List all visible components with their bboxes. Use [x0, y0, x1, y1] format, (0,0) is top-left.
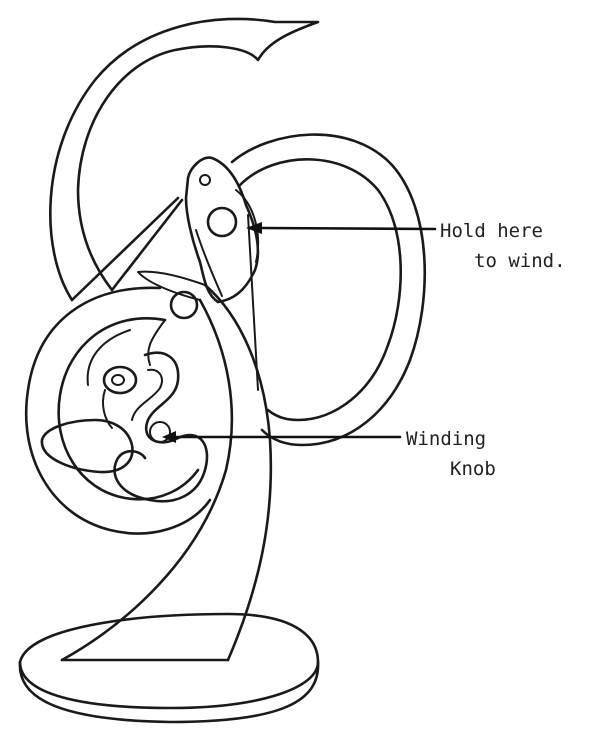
- right-loop: [232, 135, 425, 445]
- spiral-ring-2: [59, 318, 198, 499]
- linkage: [148, 292, 197, 365]
- base: [20, 614, 318, 722]
- knob-pivot-center: [112, 375, 124, 385]
- stand-tip: [138, 272, 205, 300]
- right-loop-inner: [240, 159, 401, 420]
- callout-knob-line1: Winding: [406, 428, 486, 450]
- knob-pivot: [104, 367, 136, 393]
- stand-right-edge: [205, 285, 271, 660]
- linkage-bar: [148, 320, 165, 365]
- callout-knob-line2: Knob: [450, 458, 496, 480]
- base-side-edge: [20, 662, 318, 722]
- stand: [62, 272, 271, 660]
- leader-line-hold: [262, 228, 435, 229]
- leader-hold: [246, 222, 435, 234]
- handle-disc: [208, 208, 236, 236]
- handle-pin-hole: [200, 175, 210, 185]
- spiral-paddle: [42, 420, 133, 472]
- callout-hold-line1: Hold here: [440, 220, 543, 242]
- upper-swirl: [50, 19, 318, 300]
- right-loop-outer: [232, 135, 425, 445]
- upper-swirl-outer: [50, 19, 318, 300]
- callout-hold-line2: to wind.: [474, 250, 566, 272]
- upper-swirl-inner-arm: [112, 200, 182, 290]
